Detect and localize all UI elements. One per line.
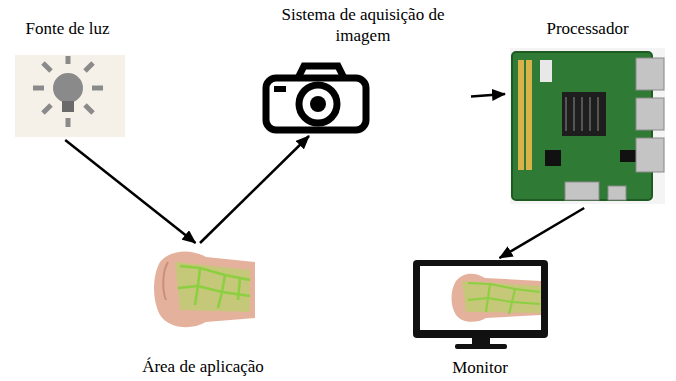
flow-arrow bbox=[500, 208, 585, 258]
flow-arrow bbox=[65, 140, 195, 243]
flow-arrow bbox=[200, 136, 309, 243]
monitor-icon bbox=[413, 260, 548, 349]
icon-node: Monitor bbox=[405, 258, 555, 378]
node-label: Fonte de luz bbox=[25, 18, 109, 39]
flow-arrow bbox=[471, 94, 505, 96]
icon-node: Fonte de luz bbox=[10, 18, 125, 140]
icon-node: Processador bbox=[505, 18, 670, 208]
node-label: Monitor bbox=[452, 357, 508, 378]
node-label: Processador bbox=[546, 18, 628, 39]
icon-node: Sistema de aquisição de imagem bbox=[255, 4, 471, 136]
light-bulb-icon bbox=[15, 55, 125, 137]
hand-illustration bbox=[154, 251, 255, 327]
processor-board bbox=[510, 48, 665, 204]
camera-icon bbox=[266, 66, 366, 130]
node-label: Área de aplicação bbox=[142, 356, 264, 377]
node-label: Sistema de aquisição de imagem bbox=[255, 4, 471, 46]
icon-node: Área de aplicação bbox=[128, 243, 278, 377]
